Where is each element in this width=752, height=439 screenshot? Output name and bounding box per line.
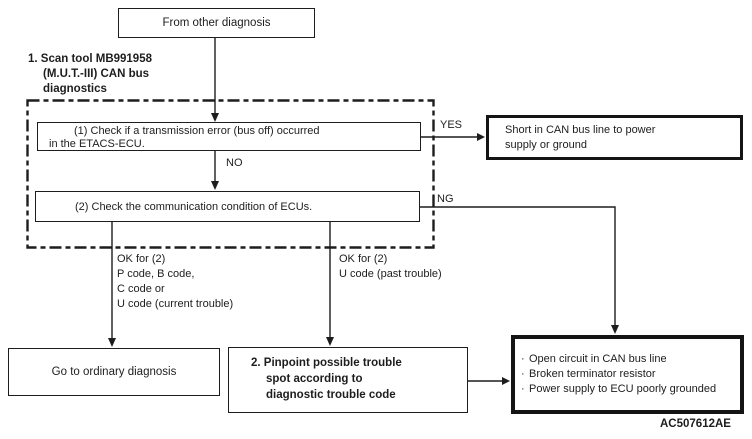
arrowhead-no [211,181,219,190]
ordinary-diagnosis-label: Go to ordinary diagnosis [51,365,177,378]
pinpoint-line3: diagnostic trouble code [266,389,396,401]
arrowhead-start-step1 [211,113,219,122]
figure-code-label: AC507612AE [660,418,731,430]
ok-past-line: OK for (2) [339,253,388,265]
bullet-icon: · [521,383,525,395]
step2-node: (2) Check the communication condition of… [35,191,420,222]
arrowhead-pinpoint-causes [502,377,510,385]
start-node: From other diagnosis [118,8,315,38]
connector-ng [420,206,616,327]
scan-tool-heading-line: 1. Scan tool MB991958 [28,53,152,65]
ok-current-line: P code, B code, [117,268,195,280]
short-circuit-node: Short in CAN bus line to power supply or… [486,115,743,160]
step2-label: (2) Check the communication condition of… [75,201,313,213]
ng-label: NG [437,193,454,205]
ordinary-diagnosis-node: Go to ordinary diagnosis [8,348,220,396]
step1-line1: (1) Check if a transmission error (bus o… [74,125,320,137]
arrowhead-ok-current [108,338,116,347]
ok-current-line: C code or [117,283,165,295]
no-label: NO [226,157,243,169]
scan-tool-heading-line: diagnostics [43,83,107,95]
ok-current-line: OK for (2) [117,253,166,265]
start-node-label: From other diagnosis [162,16,271,29]
pinpoint-line1: 2. Pinpoint possible trouble [251,357,402,369]
arrowhead-yes [477,133,485,141]
ok-past-label: OK for (2) U code (past trouble) [339,252,442,282]
arrowhead-ok-past [326,337,334,346]
pinpoint-node: 2. Pinpoint possible trouble spot accord… [228,347,468,413]
causes-item: · Open circuit in CAN bus line [521,352,740,367]
arrowhead-ng [611,325,619,334]
ok-current-line: U code (current trouble) [117,298,234,310]
bullet-icon: · [521,353,525,365]
scan-tool-heading: 1. Scan tool MB991958 (M.U.T.-III) CAN b… [28,52,152,97]
dashed-boundary [26,99,435,249]
causes-item-text: Power supply to ECU poorly grounded [529,383,717,395]
short-circuit-line2: supply or ground [505,138,587,151]
yes-label: YES [440,119,463,131]
bullet-icon: · [521,368,525,380]
causes-item: · Broken terminator resistor [521,367,740,382]
causes-node: · Open circuit in CAN bus line · Broken te… [511,335,744,414]
pinpoint-line2: spot according to [266,373,363,385]
step1-line2: in the ETACS-ECU. [49,138,145,150]
causes-item-text: Open circuit in CAN bus line [529,353,667,365]
ok-past-line: U code (past trouble) [339,268,442,280]
ok-current-label: OK for (2) P code, B code, C code or U c… [117,252,233,312]
causes-item-text: Broken terminator resistor [529,368,656,380]
short-circuit-line1: Short in CAN bus line to power [505,123,656,136]
causes-item: · Power supply to ECU poorly grounded [521,382,740,397]
scan-tool-heading-line: (M.U.T.-III) CAN bus [43,68,150,80]
step1-node: (1) Check if a transmission error (bus o… [37,122,421,151]
